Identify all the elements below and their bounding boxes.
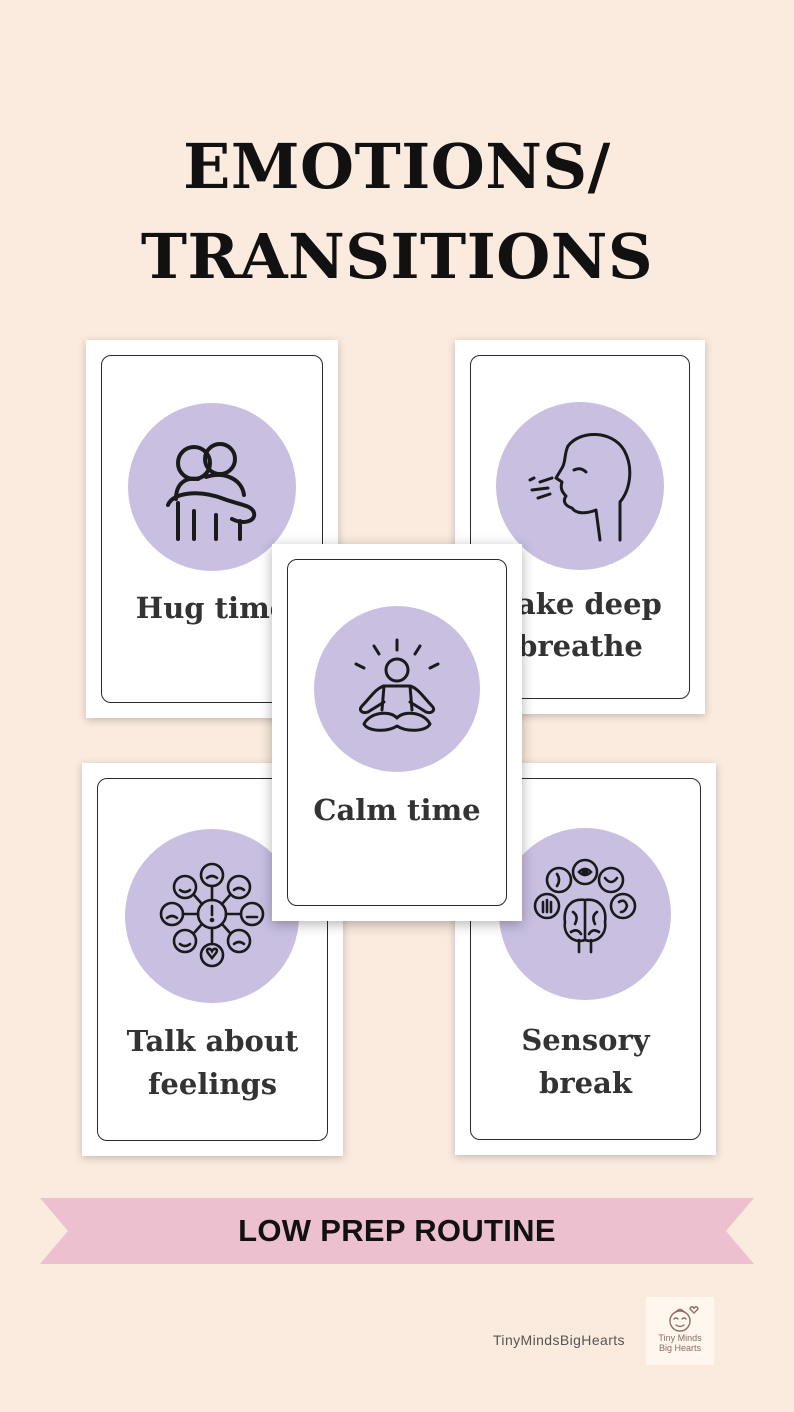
card-label: Calm time — [313, 793, 481, 827]
meditation-icon — [354, 638, 440, 732]
logo-text-line-1: Tiny Minds — [658, 1333, 702, 1343]
card-sensory-break: Sensory break — [455, 763, 716, 1155]
breathing-face-icon — [528, 433, 632, 542]
ribbon-banner: LOW PREP ROUTINE — [40, 1198, 754, 1264]
title-line-1: EMOTIONS/ — [183, 130, 611, 203]
card-label: Hug time — [135, 591, 289, 625]
icon-circle — [125, 829, 299, 1003]
baby-face-icon — [669, 1306, 699, 1332]
card-label-line-1: Sensory — [521, 1023, 650, 1057]
card-border — [101, 355, 323, 703]
icon-circle — [499, 828, 671, 1000]
card-border — [97, 778, 328, 1141]
card-border — [470, 778, 701, 1140]
brand-logo: Tiny Minds Big Hearts — [646, 1297, 714, 1365]
card-border — [470, 355, 690, 699]
card-label-line-2: feelings — [147, 1067, 278, 1101]
card-calm-time: Calm time — [272, 544, 522, 921]
card-take-deep-breathe: Take deep breathe — [455, 340, 705, 714]
hug-icon — [166, 442, 257, 541]
card-hug-time: Hug time — [86, 340, 338, 718]
brand-name: TinyMindsBigHearts — [493, 1332, 625, 1348]
ribbon-shape — [40, 1198, 754, 1264]
title-line-2: TRANSITIONS — [140, 220, 654, 293]
logo-text-line-2: Big Hearts — [658, 1343, 702, 1353]
card-label-line-1: Talk about — [126, 1024, 299, 1058]
card-border — [287, 559, 507, 906]
card-label-line-2: break — [539, 1066, 632, 1100]
senses-brain-icon — [533, 858, 637, 954]
card-label-line-1: Take deep — [498, 587, 662, 621]
icon-circle — [128, 403, 296, 571]
logo-text: Tiny Minds Big Hearts — [646, 1333, 714, 1353]
icon-circle — [314, 606, 480, 772]
card-label-line-2: breathe — [517, 629, 643, 663]
icon-circle — [496, 402, 664, 570]
card-talk-about-feelings: Talk about feelings — [82, 763, 343, 1156]
emotions-network-icon — [159, 862, 265, 968]
ribbon-text: LOW PREP ROUTINE — [238, 1213, 556, 1248]
